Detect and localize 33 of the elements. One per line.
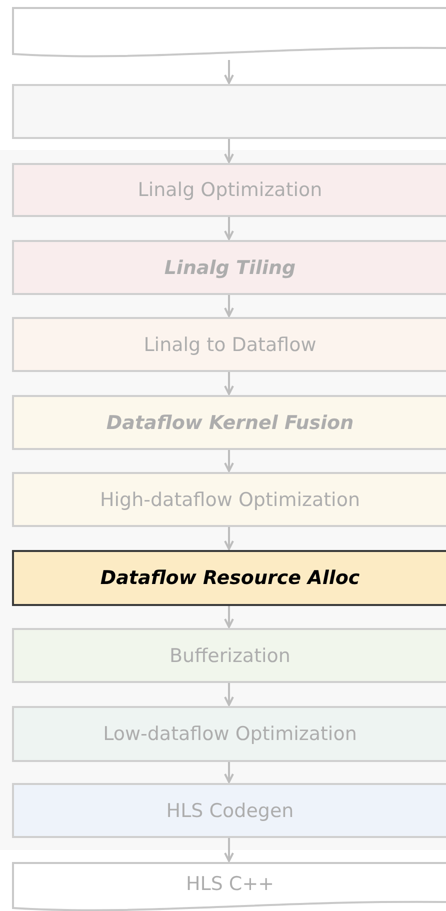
process-box [12,240,446,295]
step-label: Bufferization [170,644,290,666]
step-label: HLS C++ [186,873,274,895]
arrow [224,60,234,84]
process-box [12,84,446,139]
step-label: Linalg Optimization [138,179,322,201]
step-label: Linalg to Dataflow [144,334,316,356]
step-label: Linalg Tiling [164,256,296,278]
arrow [224,527,234,550]
arrow [224,450,234,472]
arrow [224,838,234,862]
arrow [224,295,234,317]
process-box [12,472,446,527]
arrow [224,606,234,628]
arrow [224,217,234,240]
arrow [224,372,234,395]
arrow [224,683,234,706]
process-box [12,706,446,762]
document-shape [12,7,446,60]
document-shape [12,862,446,911]
arrow [224,762,234,783]
process-box [12,783,446,838]
arrow [224,139,234,163]
step-label: High-dataflow Optimization [100,488,360,510]
step-label: Dataflow Kernel Fusion [106,412,354,434]
process-box [12,628,446,683]
process-box [12,550,446,606]
step-label: HLS Codegen [166,800,294,822]
process-box [12,317,446,372]
process-box [12,163,446,217]
process-box [12,395,446,450]
step-label: Dataflow Resource Alloc [100,567,360,589]
step-label: Low-dataflow Optimization [103,723,357,745]
